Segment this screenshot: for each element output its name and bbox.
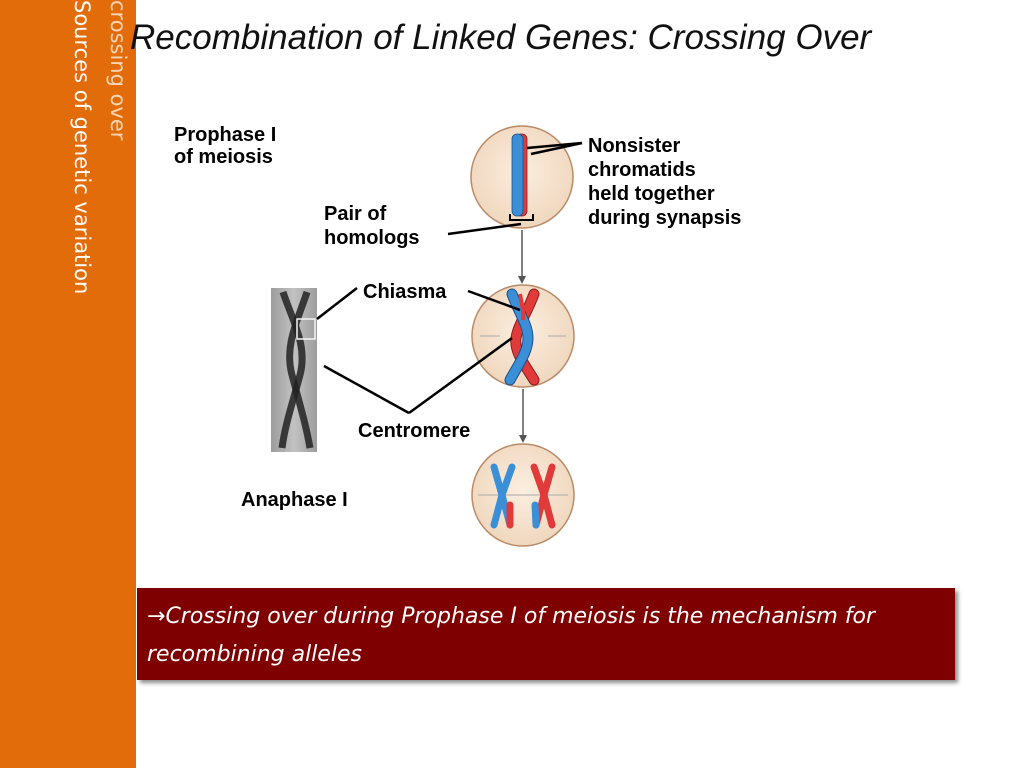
label-nonsister-line1: Nonsister bbox=[588, 135, 681, 157]
label-prophase-line1: Prophase I bbox=[174, 124, 277, 146]
label-anaphase: Anaphase I bbox=[241, 489, 348, 511]
cell-prophase bbox=[470, 125, 574, 229]
label-centromere: Centromere bbox=[358, 420, 471, 442]
banner-text: →Crossing over during Prophase I of meio… bbox=[147, 598, 947, 674]
label-nonsister-line2: chromatids bbox=[588, 159, 696, 181]
leader-lines bbox=[316, 141, 583, 415]
label-chiasma: Chiasma bbox=[363, 281, 447, 303]
summary-banner: →Crossing over during Prophase I of meio… bbox=[137, 588, 955, 680]
label-nonsister-chromatids: Nonsister chromatids held together durin… bbox=[588, 134, 741, 230]
label-pair-of-homologs: Pair of homologs bbox=[324, 202, 420, 250]
process-arrows bbox=[518, 230, 527, 443]
slide-title: Recombination of Linked Genes: Crossing … bbox=[130, 18, 872, 57]
label-nonsister-line3: held together bbox=[588, 183, 715, 205]
label-pair-line1: Pair of bbox=[324, 203, 387, 225]
label-pair-line2: homologs bbox=[324, 227, 420, 249]
banner-statement: Crossing over during Prophase I of meios… bbox=[147, 604, 876, 667]
cell-anaphase bbox=[471, 443, 575, 547]
label-prophase: Prophase I of meiosis bbox=[174, 124, 276, 168]
label-nonsister-line4: during synapsis bbox=[588, 207, 742, 229]
arrow-icon: → bbox=[147, 604, 166, 629]
micrograph-image bbox=[271, 288, 317, 452]
sidebar: crossing over Sources of genetic variati… bbox=[0, 0, 136, 768]
cell-chiasma bbox=[471, 284, 575, 388]
label-prophase-line2: of meiosis bbox=[174, 146, 273, 168]
